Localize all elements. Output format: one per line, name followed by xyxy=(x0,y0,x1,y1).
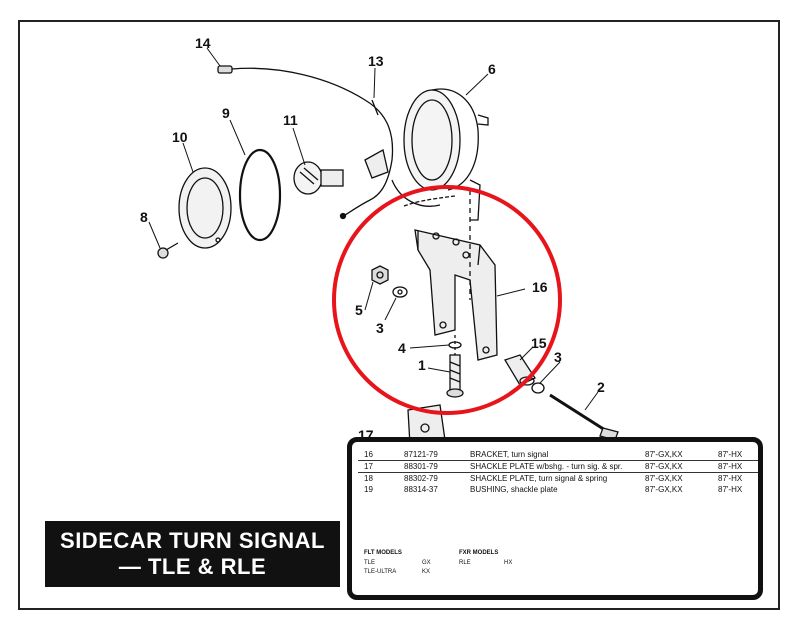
table-row: 18 88302-79 SHACKLE PLATE, turn signal &… xyxy=(360,474,758,484)
part-number-index: 17 xyxy=(364,462,373,471)
model-tle-ultra: TLE-ULTRA xyxy=(364,569,397,575)
nut-part-5 xyxy=(371,265,389,285)
model-code-1: 87'-GX,KX xyxy=(645,462,683,471)
screw-part-8 xyxy=(157,242,179,259)
long-bolt-part-2 xyxy=(549,393,619,441)
bulb-part-11 xyxy=(293,161,344,195)
gasket-part-9 xyxy=(238,148,282,242)
model-code-2: 87'-HX xyxy=(718,485,743,494)
part-number: 88314-37 xyxy=(404,485,438,494)
model-rle-code: HX xyxy=(504,560,513,566)
part-number: 87121-79 xyxy=(404,450,438,459)
callout-9: 9 xyxy=(222,105,230,121)
table-row: 17 88301-79 SHACKLE PLATE w/bshg. - turn… xyxy=(360,462,758,472)
model-code-2: 87'-HX xyxy=(718,474,743,483)
model-code-2: 87'-HX xyxy=(718,450,743,459)
callout-10: 10 xyxy=(172,129,188,145)
callout-15: 15 xyxy=(531,335,547,351)
parts-table: 16 87121-79 BRACKET, turn signal 87'-GX,… xyxy=(347,437,763,600)
part-number-index: 18 xyxy=(364,474,373,483)
model-tle: TLE xyxy=(364,560,376,566)
model-code-2: 87'-HX xyxy=(718,462,743,471)
callout-3: 3 xyxy=(376,320,384,336)
bolt-part-1 xyxy=(446,335,464,398)
model-tle-ultra-code: KX xyxy=(422,569,431,575)
part-description: SHACKLE PLATE w/bshg. - turn sig. & spr. xyxy=(470,462,623,471)
callout-14: 14 xyxy=(195,35,211,51)
part-number-index: 19 xyxy=(364,485,373,494)
part-number-index: 16 xyxy=(364,450,373,459)
model-code-1: 87'-GX,KX xyxy=(645,450,683,459)
lens-part-10 xyxy=(178,167,232,249)
leader-lines xyxy=(148,47,599,411)
washer-part-3 xyxy=(392,286,408,298)
callout-6: 6 xyxy=(488,61,496,77)
model-tle-code: GX xyxy=(422,560,431,566)
callout-8: 8 xyxy=(140,209,148,225)
flt-models-header: FLT MODELS xyxy=(364,550,402,556)
callout-2: 2 xyxy=(597,379,605,395)
lamp-housing-part-6 xyxy=(403,88,489,221)
table-row: 19 88314-37 BUSHING, shackle plate 87'-G… xyxy=(360,485,758,495)
title-line-1: SIDECAR TURN SIGNAL xyxy=(60,528,325,553)
wire-plug-part-14 xyxy=(217,65,456,220)
model-rle: RLE xyxy=(459,560,471,566)
part-description: BRACKET, turn signal xyxy=(470,450,549,459)
washer-part-3-right xyxy=(531,382,545,394)
model-code-1: 87'-GX,KX xyxy=(645,474,683,483)
row-divider xyxy=(358,460,758,461)
fxr-models-header: FXR MODELS xyxy=(459,550,499,556)
bracket-part-16 xyxy=(414,190,498,361)
callout-3-right: 3 xyxy=(554,349,562,365)
callout-13: 13 xyxy=(368,53,384,69)
title-line-2: — TLE & RLE xyxy=(118,554,267,579)
callout-1: 1 xyxy=(418,357,426,373)
diagram-frame xyxy=(18,20,780,610)
part-number: 88302-79 xyxy=(404,474,438,483)
callout-11: 11 xyxy=(283,112,298,128)
callout-4: 4 xyxy=(398,340,406,356)
row-divider xyxy=(358,472,758,473)
model-code-1: 87'-GX,KX xyxy=(645,485,683,494)
part-description: BUSHING, shackle plate xyxy=(470,485,558,494)
wire-boot-part-13 xyxy=(364,99,389,179)
part-description: SHACKLE PLATE, turn signal & spring xyxy=(470,474,608,483)
callout-5: 5 xyxy=(355,302,363,318)
highlight-circle xyxy=(332,185,562,415)
table-row: 16 87121-79 BRACKET, turn signal 87'-GX,… xyxy=(360,450,758,460)
callout-16: 16 xyxy=(532,279,548,295)
title-block: SIDECAR TURN SIGNAL — TLE & RLE xyxy=(45,521,340,587)
part-number: 88301-79 xyxy=(404,462,438,471)
